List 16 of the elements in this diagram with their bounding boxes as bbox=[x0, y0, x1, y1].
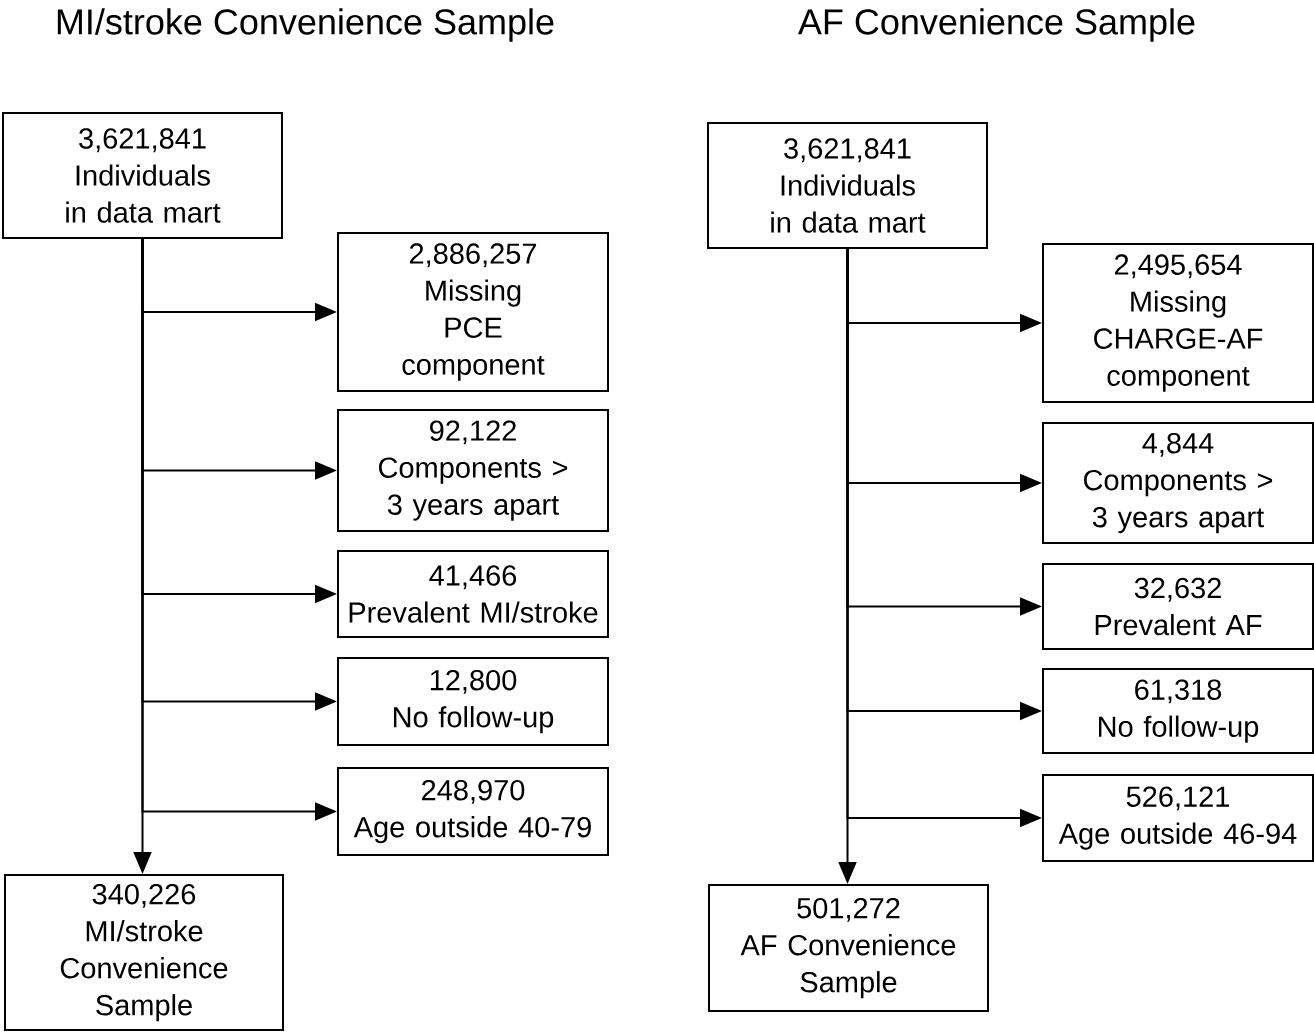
flow-box: 92,122 Components > 3 years apart bbox=[337, 409, 609, 532]
flow-box: 340,226 MI/stroke Convenience Sample bbox=[4, 874, 284, 1031]
flow-box: 3,621,841 Individuals in data mart bbox=[707, 122, 988, 249]
column-heading: AF Convenience Sample bbox=[797, 8, 1195, 42]
flow-box: 2,886,257 Missing PCE component bbox=[337, 232, 609, 392]
flow-box: 61,318 No follow-up bbox=[1042, 668, 1314, 754]
flow-box: 2,495,654 Missing CHARGE-AF component bbox=[1042, 243, 1314, 403]
flow-box: 248,970 Age outside 40-79 bbox=[337, 767, 609, 856]
column-heading: MI/stroke Convenience Sample bbox=[57, 8, 554, 42]
flow-box: 526,121 Age outside 46-94 bbox=[1042, 774, 1314, 862]
flow-box: 12,800 No follow-up bbox=[337, 657, 609, 746]
flow-box: 501,272 AF Convenience Sample bbox=[708, 884, 989, 1012]
flow-box: 41,466 Prevalent MI/stroke bbox=[337, 550, 609, 638]
flow-box: 32,632 Prevalent AF bbox=[1042, 563, 1314, 650]
flow-box: 3,621,841 Individuals in data mart bbox=[2, 112, 283, 239]
flow-box: 4,844 Components > 3 years apart bbox=[1042, 422, 1314, 544]
